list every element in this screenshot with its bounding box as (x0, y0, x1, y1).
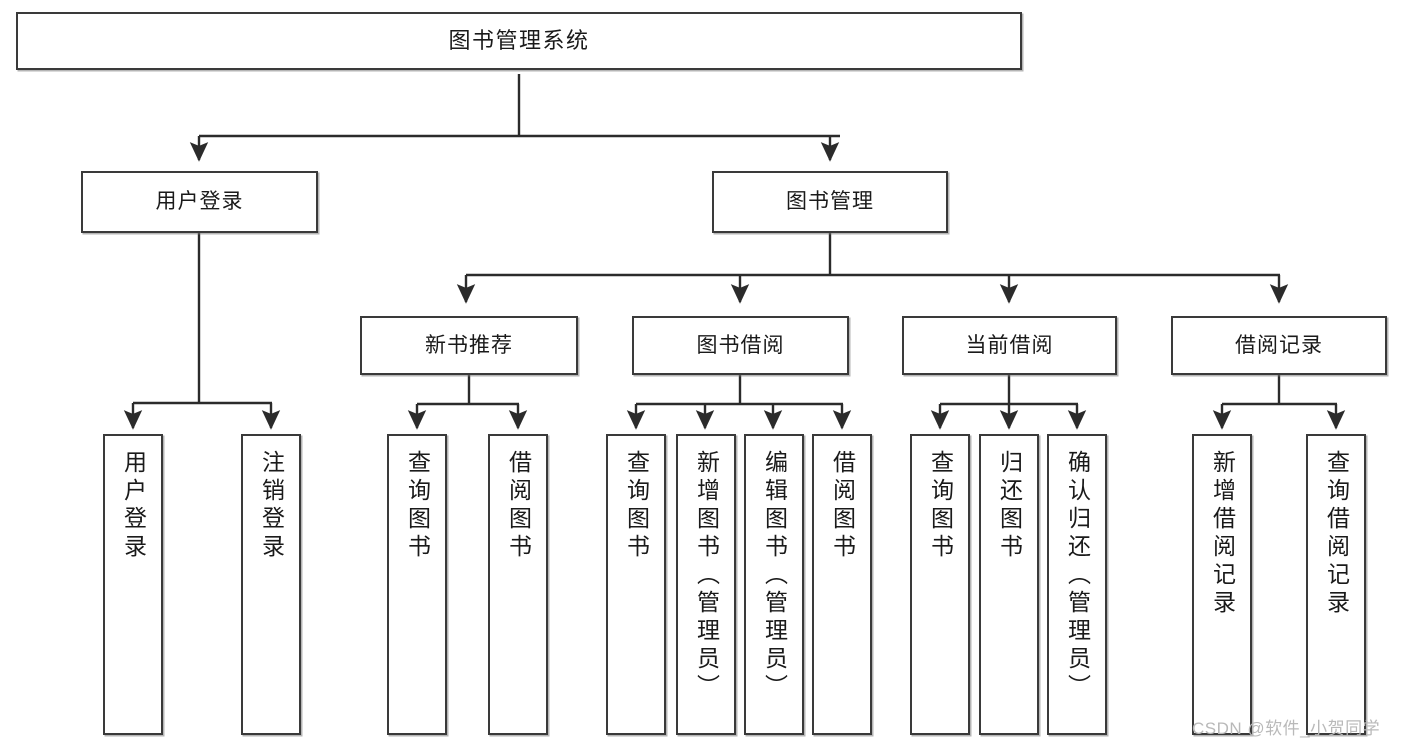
node-label: 查询图书 (927, 450, 954, 562)
node-user-login[interactable]: 用户登录 (81, 171, 318, 233)
node-leaf-query-borrow-record[interactable]: 查询借阅记录 (1306, 434, 1366, 735)
node-leaf-add-borrow-record[interactable]: 新增借阅记录 (1192, 434, 1252, 735)
node-leaf-add-book[interactable]: 新增图书（管理员） (676, 434, 736, 735)
node-leaf-edit-book[interactable]: 编辑图书（管理员） (744, 434, 804, 735)
node-book-manage[interactable]: 图书管理 (712, 171, 948, 233)
node-label: 查询图书 (623, 450, 650, 562)
node-label: 确认归还（管理员） (1064, 450, 1091, 702)
node-label: 图书管理 (786, 190, 874, 214)
node-label: 编辑图书（管理员） (761, 450, 788, 702)
node-new-book-recommend[interactable]: 新书推荐 (360, 316, 578, 375)
node-leaf-return-book[interactable]: 归还图书 (979, 434, 1039, 735)
node-label: 用户登录 (120, 450, 147, 562)
node-root-book-management-system[interactable]: 图书管理系统 (16, 12, 1022, 70)
node-leaf-borrow-book-recommend[interactable]: 借阅图书 (488, 434, 548, 735)
node-leaf-borrow-book[interactable]: 借阅图书 (812, 434, 872, 735)
node-label: 查询借阅记录 (1323, 450, 1350, 618)
node-label: 归还图书 (996, 450, 1023, 562)
node-leaf-confirm-return[interactable]: 确认归还（管理员） (1047, 434, 1107, 735)
node-leaf-query-book-current[interactable]: 查询图书 (910, 434, 970, 735)
node-label: 图书借阅 (696, 333, 785, 357)
node-leaf-query-book-borrow[interactable]: 查询图书 (606, 434, 666, 735)
node-label: 查询图书 (404, 450, 431, 562)
node-label: 当前借阅 (965, 333, 1054, 357)
node-label: 用户登录 (155, 190, 244, 214)
node-label: 新书推荐 (425, 333, 513, 357)
node-label: 新增图书（管理员） (693, 450, 720, 702)
node-label: 新增借阅记录 (1209, 450, 1236, 618)
node-label: 图书管理系统 (448, 27, 590, 53)
node-label: 借阅记录 (1235, 333, 1323, 357)
node-borrow-record[interactable]: 借阅记录 (1171, 316, 1387, 375)
node-current-borrow[interactable]: 当前借阅 (902, 316, 1117, 375)
node-book-borrow[interactable]: 图书借阅 (632, 316, 849, 375)
node-leaf-user-login[interactable]: 用户登录 (103, 434, 163, 735)
node-label: 注销登录 (258, 450, 285, 562)
node-leaf-logout-login[interactable]: 注销登录 (241, 434, 301, 735)
node-label: 借阅图书 (829, 450, 856, 562)
node-leaf-query-book-recommend[interactable]: 查询图书 (387, 434, 447, 735)
node-label: 借阅图书 (505, 450, 532, 562)
